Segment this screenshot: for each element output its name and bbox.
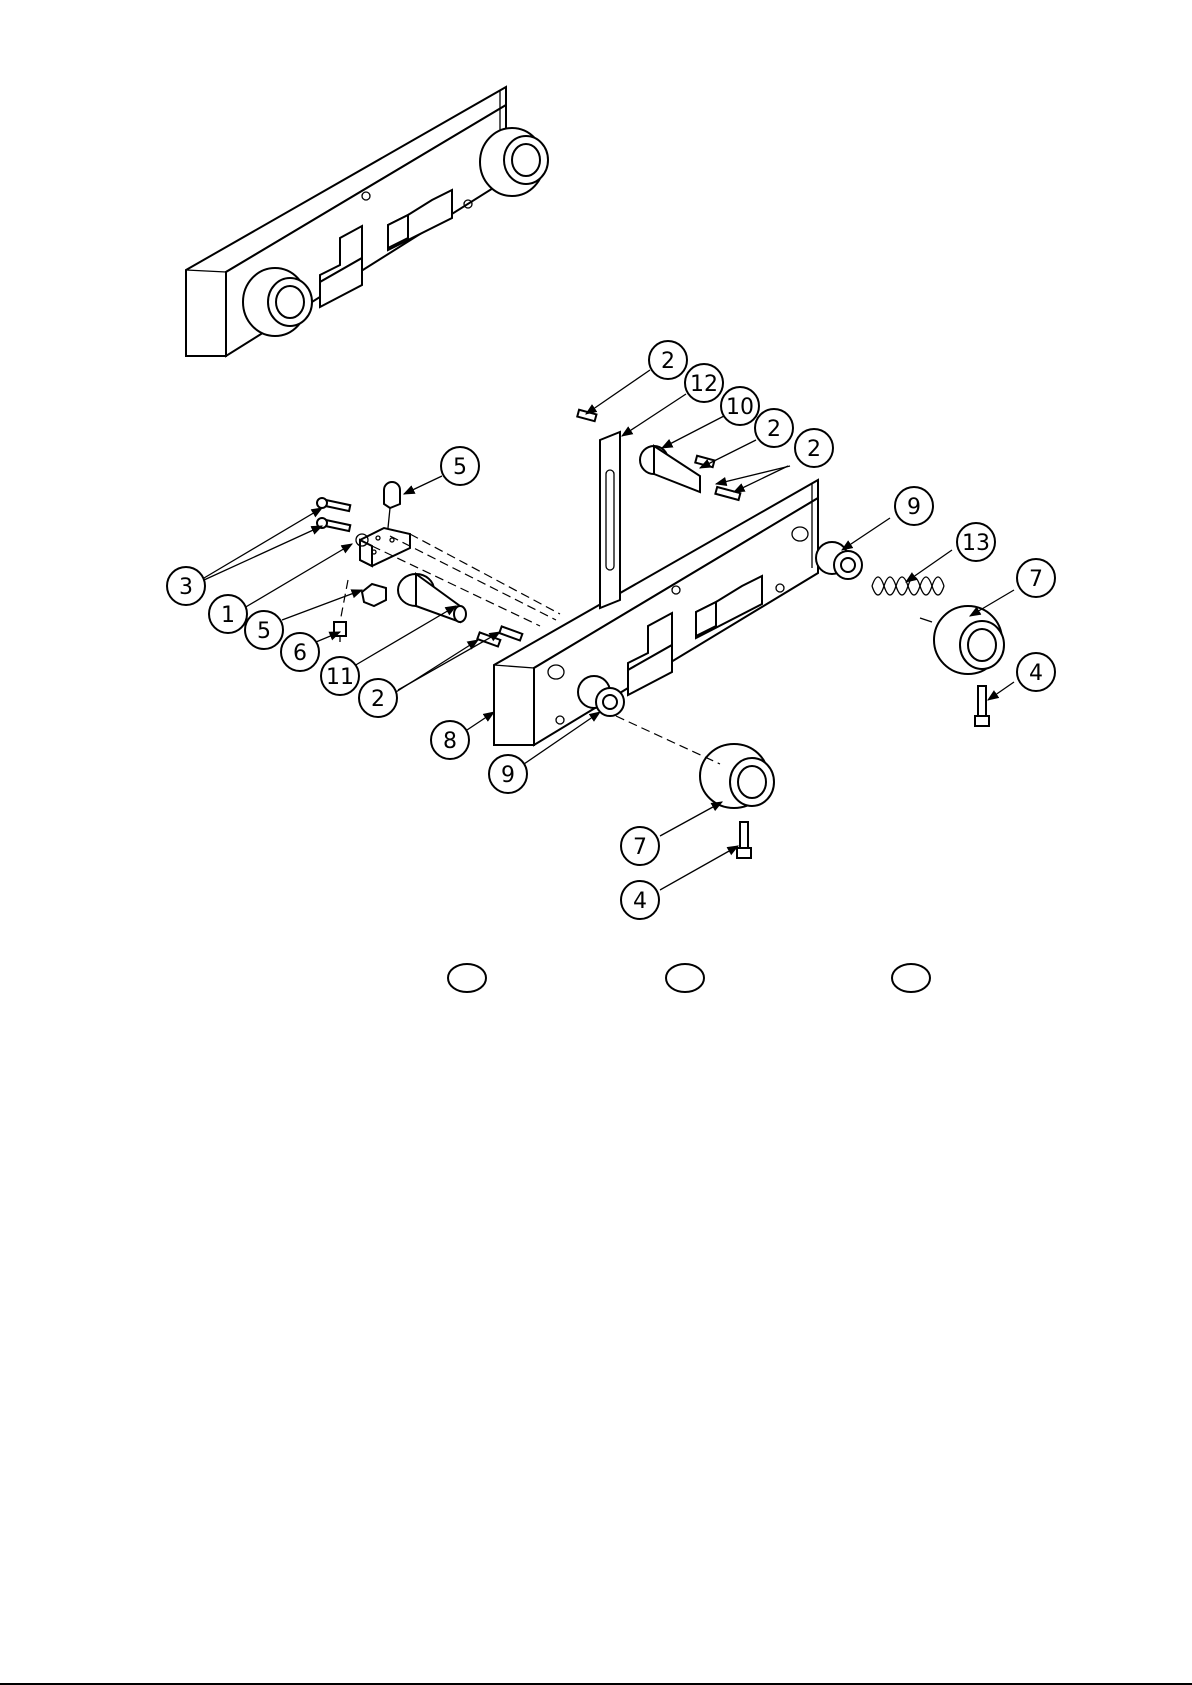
svg-text:13: 13 (962, 531, 990, 556)
assembled-view (186, 87, 548, 356)
shaft-11 (398, 574, 466, 622)
balloon-8: 8 (431, 721, 469, 759)
screw-4-right (975, 686, 989, 726)
balloon-10: 10 (721, 387, 759, 425)
balloon-4-low: 4 (621, 881, 659, 919)
balloon-11: 11 (321, 657, 359, 695)
bar-part-8 (494, 480, 818, 745)
balloon-5-top: 5 (441, 447, 479, 485)
assembled-knob-right (480, 128, 548, 196)
balloon-13: 13 (957, 523, 995, 561)
svg-text:4: 4 (1029, 661, 1043, 686)
svg-text:10: 10 (726, 395, 754, 420)
svg-text:5: 5 (257, 619, 271, 644)
exploded-view (317, 410, 1004, 858)
balloon-7-low: 7 (621, 827, 659, 865)
balloon-2-top: 2 (649, 341, 687, 379)
svg-text:2: 2 (767, 417, 781, 442)
empty-balloon-row (448, 964, 930, 992)
balloon-4-right: 4 (1017, 653, 1055, 691)
balloon-9-right: 9 (895, 487, 933, 525)
empty-balloon-3 (892, 964, 930, 992)
svg-text:5: 5 (453, 455, 467, 480)
svg-text:3: 3 (179, 575, 193, 600)
balloon-12: 12 (685, 364, 723, 402)
balloon-7-right: 7 (1017, 559, 1055, 597)
svg-text:12: 12 (690, 372, 718, 397)
bushing-9-right (816, 542, 862, 579)
spring-13 (872, 577, 944, 622)
knob-7-lower (700, 744, 774, 808)
svg-text:2: 2 (371, 687, 385, 712)
balloon-9-low: 9 (489, 755, 527, 793)
svg-text:4: 4 (633, 889, 647, 914)
svg-text:8: 8 (443, 729, 457, 754)
balloon-2-right: 2 (795, 429, 833, 467)
pins-2-lower (477, 626, 522, 646)
svg-text:7: 7 (1029, 567, 1043, 592)
svg-text:2: 2 (807, 437, 821, 462)
svg-text:6: 6 (293, 641, 307, 666)
balloon-3: 3 (167, 567, 205, 605)
balloon-2-mid: 2 (755, 409, 793, 447)
balloon-2-low: 2 (359, 679, 397, 717)
svg-text:9: 9 (907, 495, 921, 520)
fitting-5-low (362, 584, 386, 606)
balloon-5-low: 5 (245, 611, 283, 649)
svg-text:7: 7 (633, 835, 647, 860)
svg-text:2: 2 (661, 349, 675, 374)
balloon-6: 6 (281, 633, 319, 671)
shaft-10 (640, 446, 700, 492)
fitting-5-top (384, 482, 400, 528)
svg-text:11: 11 (326, 665, 354, 690)
svg-text:1: 1 (221, 603, 235, 628)
svg-text:9: 9 (501, 763, 515, 788)
empty-balloon-2 (666, 964, 704, 992)
balloon-1: 1 (209, 595, 247, 633)
screw-4-lower (737, 822, 751, 858)
empty-balloon-1 (448, 964, 486, 992)
plate-12 (600, 432, 620, 608)
knob-7-right (934, 606, 1004, 674)
